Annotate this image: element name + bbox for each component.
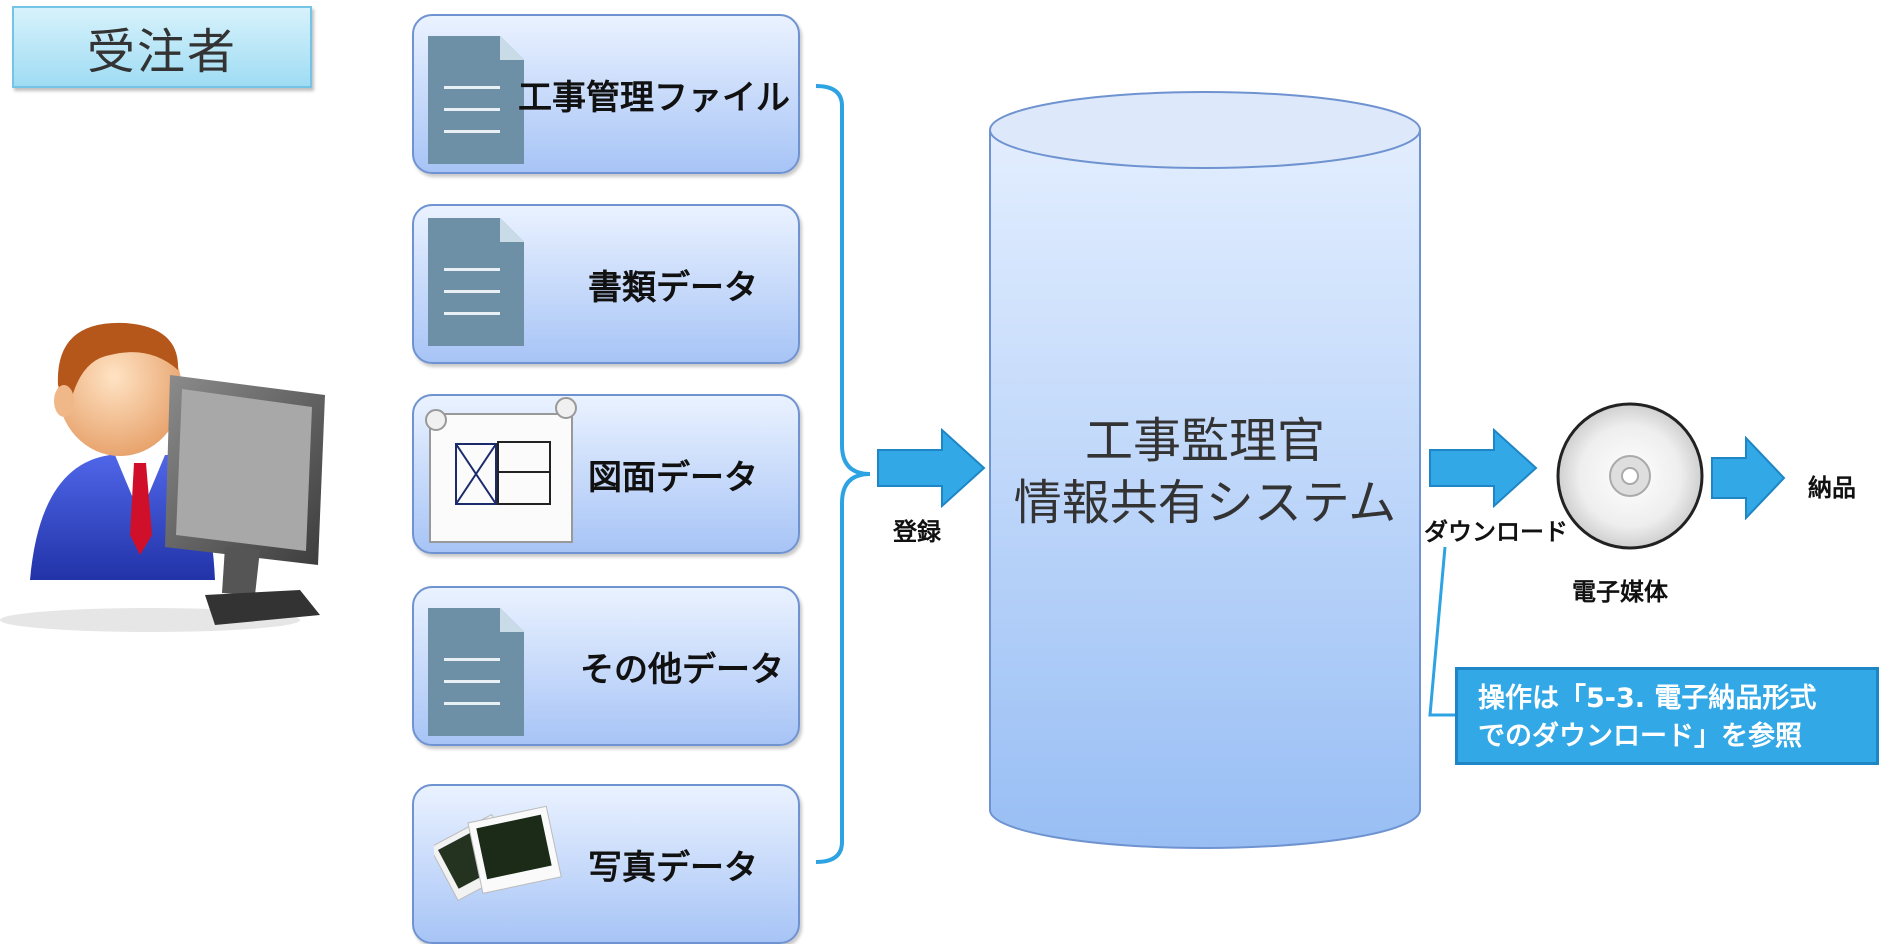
card-photo-data: 写真データ [412,784,800,944]
actor-label-text: 受注者 [86,24,237,80]
register-label: 登録 [893,518,941,546]
system-title-line2: 情報共有システム [1013,475,1397,531]
note-line2: でのダウンロード」を参照 [1478,721,1802,752]
card-label: その他データ [580,649,784,690]
card-document-data: 書類データ [412,204,800,364]
group-bracket [815,84,871,864]
card-label: 図面データ [588,457,758,498]
document-icon [428,218,524,346]
drawing-scroll-icon [425,397,577,543]
note-line1: 操作は「5-3. 電子納品形式 [1478,683,1817,714]
card-label: 書類データ [588,267,758,308]
operation-note-box: 操作は「5-3. 電子納品形式 でのダウンロード」を参照 [1455,667,1879,765]
card-drawing-data: 図面データ [412,394,800,554]
delivery-arrow-icon [1711,436,1786,520]
media-label: 電子媒体 [1572,578,1668,606]
card-label: 工事管理ファイル [518,77,790,118]
download-label: ダウンロード [1424,518,1568,546]
person-at-computer-icon [0,322,325,632]
disc-icon [1556,402,1704,550]
document-icon [428,36,524,164]
card-label: 写真データ [588,847,758,888]
card-construction-management-file: 工事管理ファイル [412,14,800,174]
document-icon [428,608,524,736]
system-title: 工事監理官 情報共有システム [990,410,1420,534]
card-other-data: その他データ [412,586,800,746]
delivery-label: 納品 [1808,474,1856,502]
system-database-cylinder [989,91,1421,849]
photos-icon [434,805,562,902]
actor-label: 受注者 [12,6,312,88]
system-title-line1: 工事監理官 [1084,413,1325,469]
register-arrow-icon [877,428,986,508]
callout-connector [1428,546,1460,717]
download-arrow-icon [1429,428,1538,508]
